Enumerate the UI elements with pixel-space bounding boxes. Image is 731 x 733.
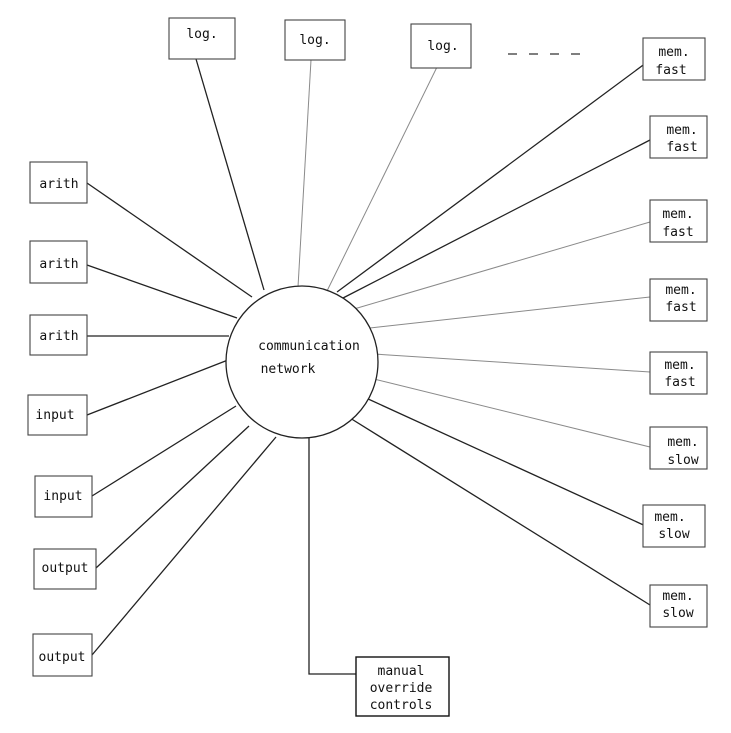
link-log-3: [326, 64, 439, 292]
arith-unit-3: arith: [29, 314, 88, 356]
link-input-1: [86, 359, 229, 416]
arith-unit-label: arith: [39, 257, 78, 272]
link-manual-override: [308, 438, 358, 675]
fast-memory-units: mem. fast mem. fast mem. fast mem. fast …: [642, 37, 708, 395]
connections: [86, 58, 651, 675]
mem-fast-label-bottom: fast: [666, 140, 697, 155]
mem-fast-unit-3: mem. fast: [649, 199, 708, 243]
link-arith-1: [86, 182, 253, 298]
log-unit-3: log.: [410, 23, 472, 69]
log-unit-2: log.: [284, 19, 346, 61]
link-mem-slow-3: [349, 417, 651, 606]
link-input-2: [91, 405, 237, 497]
mem-fast-label-top: mem.: [665, 283, 696, 298]
arith-unit-label: arith: [39, 329, 78, 344]
link-mem-slow-2: [365, 397, 651, 529]
slow-memory-units: mem. slow mem. slow mem. slow: [642, 426, 708, 628]
mem-fast-unit-1: mem. fast: [642, 37, 706, 81]
log-unit-label: log.: [427, 39, 458, 54]
logic-units: log. log. log.: [168, 17, 586, 69]
mem-slow-label-top: mem.: [654, 510, 685, 525]
mem-slow-label-top: mem.: [662, 589, 693, 604]
hub-circle: [225, 285, 379, 439]
mem-fast-label-top: mem.: [664, 358, 695, 373]
output-units: output output: [32, 548, 97, 677]
log-unit-1: log.: [168, 17, 236, 60]
output-unit-2: output: [32, 633, 93, 677]
mem-fast-unit-4: mem. fast: [649, 278, 708, 322]
link-log-2: [297, 59, 312, 288]
hub-label-line1: communication: [258, 339, 360, 354]
manual-label-line1: manual: [378, 664, 425, 679]
manual-label-line2: override: [370, 681, 433, 696]
link-mem-fast-4: [369, 296, 651, 329]
mem-fast-label-bottom: fast: [664, 375, 695, 390]
mem-slow-unit-3: mem. slow: [649, 584, 708, 628]
mem-slow-unit-2: mem. slow: [642, 504, 706, 548]
log-unit-label: log.: [186, 27, 217, 42]
arith-unit-2: arith: [29, 240, 88, 284]
mem-slow-unit-1: mem. slow: [649, 426, 708, 470]
output-unit-label: output: [39, 650, 86, 665]
input-unit-1: input: [27, 394, 88, 436]
mem-fast-unit-2: mem. fast: [649, 115, 708, 159]
mem-slow-label-bottom: slow: [658, 527, 689, 542]
communication-network: communication network: [225, 285, 379, 439]
link-mem-fast-2: [342, 139, 651, 299]
mem-fast-label-bottom: fast: [655, 63, 686, 78]
manual-override-controls: manual override controls: [355, 656, 450, 717]
log-unit-label: log.: [299, 33, 330, 48]
mem-slow-label-bottom: slow: [662, 606, 693, 621]
mem-fast-label-top: mem.: [666, 123, 697, 138]
arith-units: arith arith arith: [29, 161, 88, 356]
mem-slow-label-top: mem.: [667, 435, 698, 450]
input-unit-label: input: [35, 408, 74, 423]
link-mem-fast-1: [336, 59, 651, 293]
link-mem-slow-1: [373, 378, 651, 448]
manual-label-line3: controls: [370, 698, 433, 713]
output-unit-1: output: [33, 548, 97, 590]
arith-unit-label: arith: [39, 177, 78, 192]
link-output-2: [91, 436, 277, 656]
mem-fast-label-bottom: fast: [662, 225, 693, 240]
mem-fast-label-bottom: fast: [665, 300, 696, 315]
link-mem-fast-3: [353, 221, 651, 310]
mem-fast-unit-5: mem. fast: [649, 351, 708, 395]
mem-slow-label-bottom: slow: [667, 453, 698, 468]
mem-fast-label-top: mem.: [662, 207, 693, 222]
link-log-1: [195, 58, 265, 291]
hub-label-line2: network: [261, 362, 316, 377]
arith-unit-1: arith: [29, 161, 88, 204]
input-unit-label: input: [43, 489, 82, 504]
input-unit-2: input: [34, 475, 93, 518]
link-output-1: [95, 425, 250, 569]
output-unit-label: output: [42, 561, 89, 576]
input-units: input input: [27, 394, 93, 518]
link-mem-fast-5: [373, 353, 651, 373]
link-arith-2: [86, 264, 238, 319]
mem-fast-label-top: mem.: [658, 45, 689, 60]
